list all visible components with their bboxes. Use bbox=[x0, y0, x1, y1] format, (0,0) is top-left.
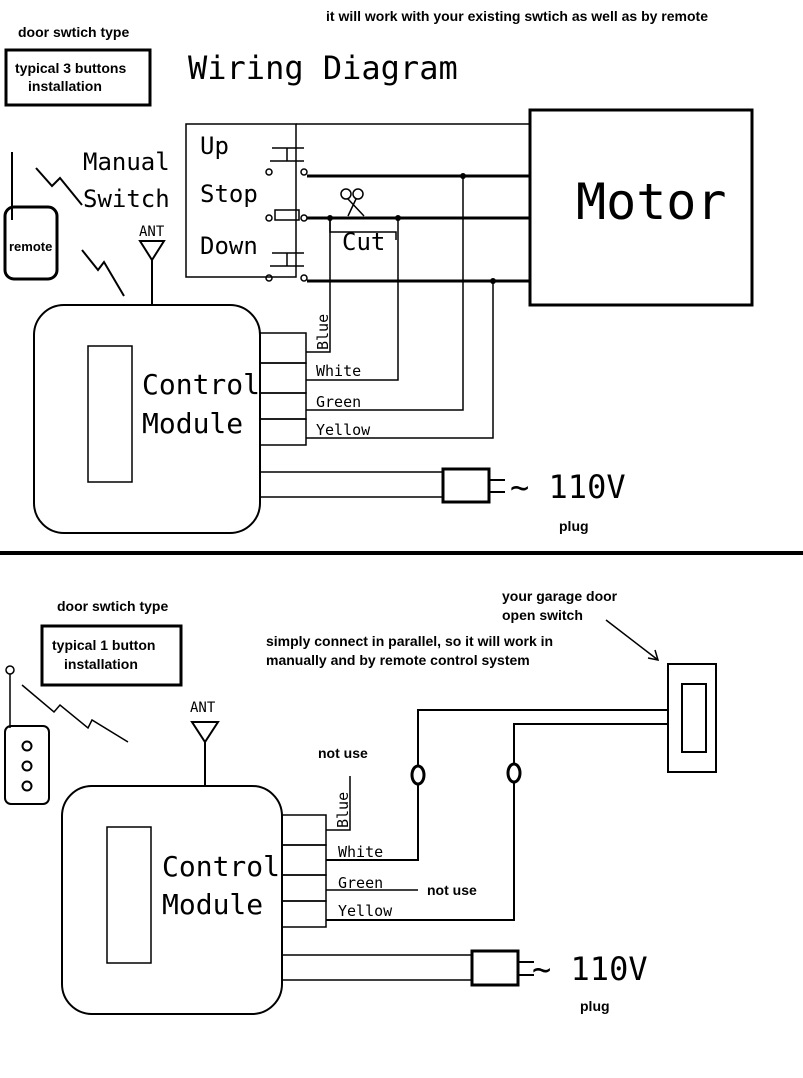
top-ant-label: ANT bbox=[139, 224, 165, 240]
bottom-plug-label: plug bbox=[580, 998, 610, 1014]
top-terminal-block bbox=[259, 332, 307, 446]
bottom-remote-icon bbox=[4, 665, 129, 805]
bottom-power-cord bbox=[282, 954, 472, 981]
bottom-white-wire bbox=[326, 709, 668, 861]
top-blue-wire bbox=[306, 218, 331, 353]
top-blue-wire-label: Blue bbox=[314, 314, 332, 350]
bottom-blue-wire bbox=[326, 776, 351, 831]
top-remote-label: remote bbox=[9, 239, 52, 254]
top-yellow-wire bbox=[306, 281, 494, 439]
up-label: Up bbox=[200, 132, 229, 160]
bottom-yellow-wire bbox=[326, 723, 668, 921]
wire-connector-icon bbox=[410, 764, 426, 786]
bottom-terminal-block bbox=[281, 814, 327, 928]
top-module-label-2: Module bbox=[142, 407, 243, 440]
bottom-type-label: door swtich type bbox=[57, 598, 168, 614]
scissors-icon bbox=[340, 188, 365, 217]
bottom-box-label-2: installation bbox=[64, 656, 138, 672]
bottom-ant-label: ANT bbox=[190, 700, 216, 716]
top-box-label-2: installation bbox=[28, 78, 102, 94]
bottom-box-label-1: typical 1 button bbox=[52, 637, 155, 653]
bottom-plug-icon bbox=[470, 949, 534, 987]
top-plug-icon bbox=[441, 467, 505, 504]
garage-switch-label-1: your garage door bbox=[502, 588, 618, 604]
top-note: it will work with your existing swtich a… bbox=[326, 8, 708, 24]
top-plug-label: plug bbox=[559, 518, 589, 534]
down-label: Down bbox=[200, 232, 258, 260]
bottom-green-wire-label: Green bbox=[338, 874, 383, 892]
up-switch-icon bbox=[265, 123, 531, 178]
top-voltage-label: ~ 110V bbox=[510, 468, 626, 506]
parallel-note-2: manually and by remote control system bbox=[266, 652, 530, 668]
motor-label: Motor bbox=[576, 173, 727, 231]
manual-switch-label-2: Switch bbox=[83, 185, 170, 213]
not-use-green-label: not use bbox=[427, 882, 477, 898]
not-use-blue-label: not use bbox=[318, 745, 368, 761]
bottom-type-box bbox=[40, 624, 183, 687]
top-white-wire bbox=[306, 218, 399, 381]
diagram-title: Wiring Diagram bbox=[188, 49, 458, 87]
junction-dot bbox=[490, 278, 496, 284]
junction-dot bbox=[395, 215, 401, 221]
top-green-wire-label: Green bbox=[316, 393, 361, 411]
top-white-wire-label: White bbox=[316, 362, 361, 380]
top-module-display bbox=[87, 345, 133, 483]
section-divider bbox=[0, 551, 803, 555]
stop-switch-icon bbox=[265, 209, 530, 222]
motor-box bbox=[528, 108, 754, 307]
junction-dot bbox=[460, 173, 466, 179]
arrow-icon bbox=[605, 619, 660, 661]
bottom-module-label-2: Module bbox=[162, 888, 263, 921]
manual-switch-box bbox=[185, 123, 297, 278]
bottom-module-display bbox=[106, 826, 152, 964]
bottom-voltage-label: ~ 110V bbox=[532, 950, 648, 988]
garage-switch-label-2: open switch bbox=[502, 607, 583, 623]
top-box-label-1: typical 3 buttons bbox=[15, 60, 126, 76]
bottom-antenna-icon bbox=[190, 721, 220, 787]
top-power-cord bbox=[260, 471, 443, 498]
manual-switch-label-1: Manual bbox=[83, 148, 170, 176]
bottom-blue-wire-label: Blue bbox=[334, 792, 352, 828]
top-remote-icon bbox=[3, 152, 125, 297]
top-green-wire bbox=[306, 176, 464, 411]
junction-dot bbox=[327, 215, 333, 221]
bottom-yellow-wire-label: Yellow bbox=[338, 902, 393, 920]
bottom-white-wire-label: White bbox=[338, 843, 383, 861]
top-antenna-icon bbox=[138, 240, 166, 305]
bottom-module-label-1: Control bbox=[162, 850, 280, 883]
top-type-box bbox=[4, 48, 152, 107]
top-yellow-wire-label: Yellow bbox=[316, 421, 371, 439]
top-module-label-1: Control bbox=[142, 368, 260, 401]
wire-connector-icon bbox=[506, 762, 522, 784]
top-type-label: door swtich type bbox=[18, 24, 129, 40]
stop-label: Stop bbox=[200, 180, 258, 208]
parallel-note-1: simply connect in parallel, so it will w… bbox=[266, 633, 553, 649]
garage-wall-switch bbox=[667, 663, 717, 773]
